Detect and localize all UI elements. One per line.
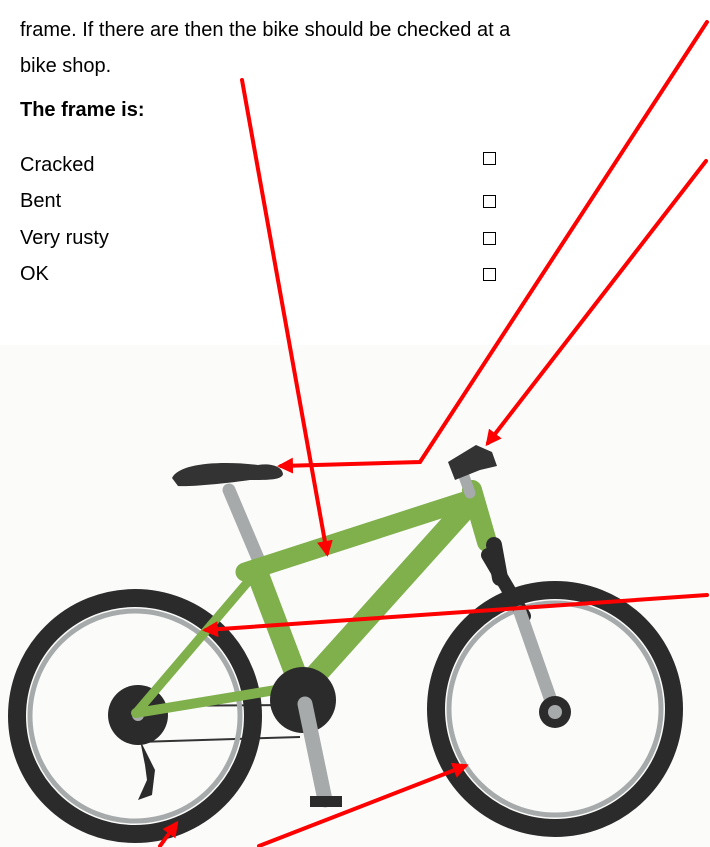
handlebar-grip bbox=[448, 445, 497, 480]
front-fork bbox=[488, 545, 555, 712]
saddle bbox=[172, 463, 283, 486]
rear-derailleur bbox=[138, 740, 155, 800]
arrow-to-top-tube bbox=[242, 80, 327, 553]
arrow-to-handlebar bbox=[488, 161, 706, 443]
seat-post bbox=[229, 490, 262, 568]
bicycle-illustration bbox=[17, 445, 674, 834]
arrow-to-front-tire bbox=[259, 766, 465, 846]
pedal bbox=[310, 796, 342, 807]
